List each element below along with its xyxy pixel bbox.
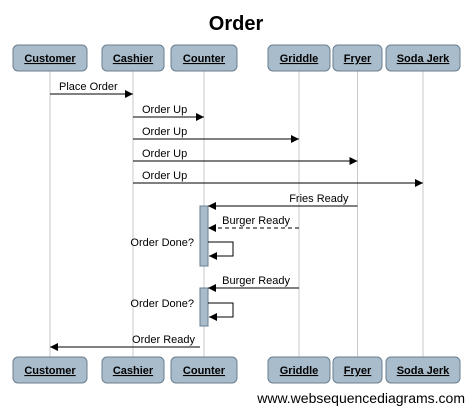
- participant-label: Fryer: [344, 53, 372, 65]
- message-label: Place Order: [59, 81, 118, 93]
- participant-box: [12, 356, 88, 384]
- participant-label: Cashier: [113, 365, 154, 377]
- message-order-done-: Order Done?: [130, 298, 234, 321]
- participant-box: [170, 44, 238, 72]
- participant-box: [385, 44, 461, 72]
- participant-label: Griddle: [280, 365, 319, 377]
- participant-box: [332, 356, 383, 384]
- participant-label: Cashier: [113, 53, 154, 65]
- participant-box: [385, 356, 461, 384]
- message-label: Order Up: [142, 148, 187, 160]
- participant-soda-jerk-top: Soda Jerk: [385, 44, 461, 72]
- participant-fryer-top: Fryer: [332, 44, 383, 72]
- participant-label: Fryer: [344, 365, 372, 377]
- message-burger-ready: Burger Ready: [208, 215, 299, 232]
- participant-box: [12, 44, 88, 72]
- participant-label: Counter: [183, 53, 226, 65]
- message-order-up: Order Up: [133, 104, 204, 121]
- footer-credit: www.websequencediagrams.com: [257, 390, 465, 406]
- self-message-arrow: [208, 241, 234, 260]
- participant-label: Customer: [24, 365, 76, 377]
- participant-customer-bottom: Customer: [12, 356, 88, 384]
- participant-box: [101, 44, 165, 72]
- self-message-arrow: [208, 302, 234, 321]
- participant-griddle-bottom: Griddle: [267, 356, 331, 384]
- participant-box: [267, 44, 331, 72]
- participant-fryer-bottom: Fryer: [332, 356, 383, 384]
- participant-counter-top: Counter: [170, 44, 238, 72]
- message-label: Order Up: [142, 104, 187, 116]
- participant-box: [170, 356, 238, 384]
- activation-bar: [199, 287, 209, 327]
- participant-label: Soda Jerk: [397, 365, 450, 377]
- participant-soda-jerk-bottom: Soda Jerk: [385, 356, 461, 384]
- participant-box: [101, 356, 165, 384]
- message-burger-ready: Burger Ready: [208, 275, 299, 292]
- message-order-up: Order Up: [133, 170, 423, 187]
- message-order-up: Order Up: [133, 126, 299, 143]
- participant-counter-bottom: Counter: [170, 356, 238, 384]
- participant-cashier-top: Cashier: [101, 44, 165, 72]
- participant-box: [332, 44, 383, 72]
- message-label: Order Up: [142, 126, 187, 138]
- message-order-ready: Order Ready: [50, 334, 200, 351]
- message-place-order: Place Order: [50, 81, 133, 98]
- participant-griddle-top: Griddle: [267, 44, 331, 72]
- participant-box: [267, 356, 331, 384]
- participant-label: Griddle: [280, 53, 319, 65]
- message-order-done-: Order Done?: [130, 237, 234, 260]
- message-label: Fries Ready: [289, 193, 349, 205]
- message-label: Burger Ready: [222, 215, 290, 227]
- message-label: Order Ready: [132, 334, 195, 346]
- message-fries-ready: Fries Ready: [208, 193, 358, 210]
- participant-label: Customer: [24, 53, 76, 65]
- diagram-title: Order: [209, 13, 264, 35]
- participant-cashier-bottom: Cashier: [101, 356, 165, 384]
- message-label: Order Up: [142, 170, 187, 182]
- message-label: Order Done?: [130, 237, 194, 249]
- participant-customer-top: Customer: [12, 44, 88, 72]
- message-label: Burger Ready: [222, 275, 290, 287]
- participant-label: Soda Jerk: [397, 53, 450, 65]
- participant-label: Counter: [183, 365, 226, 377]
- message-order-up: Order Up: [133, 148, 358, 165]
- message-label: Order Done?: [130, 298, 194, 310]
- activation-bar: [199, 205, 209, 267]
